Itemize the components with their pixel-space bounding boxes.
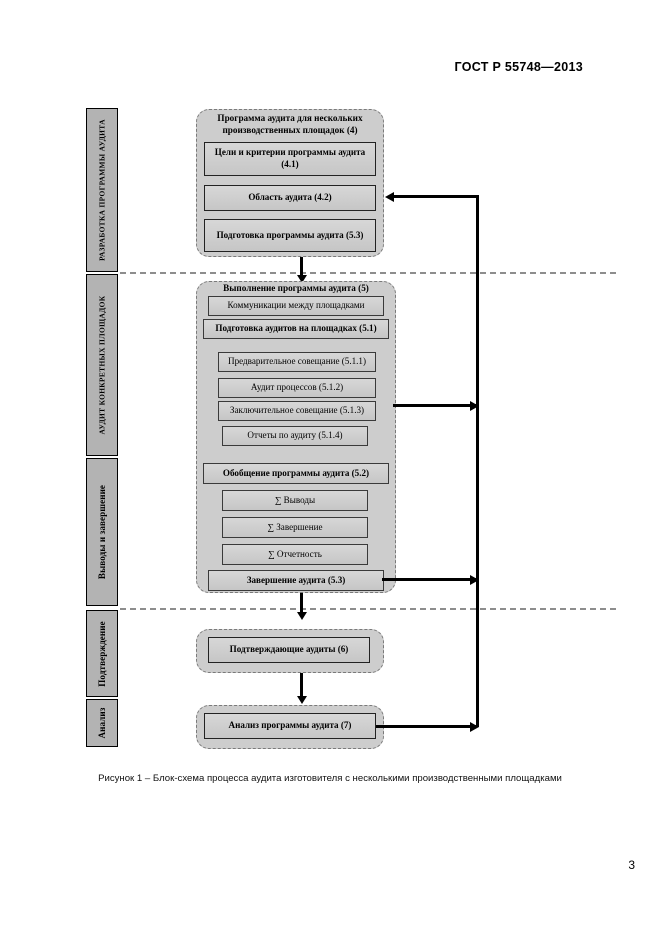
- box-audit-objectives-criteria[interactable]: Цели и критерии программы аудита (4.1): [204, 142, 376, 176]
- sidebar-phase-label: АУДИТ КОНКРЕТНЫХ ПЛОЩАДОК: [97, 295, 107, 435]
- box-sum-reporting[interactable]: ∑ Отчетность: [222, 544, 368, 565]
- group-development-title: Программа аудита для нескольких производ…: [217, 113, 363, 135]
- box-closing-meeting[interactable]: Заключительное совещание (5.1.3): [218, 401, 376, 421]
- phase-separator-bottom: [120, 608, 616, 610]
- arrow-right-icon: [470, 575, 479, 585]
- arrow-down-icon: [297, 275, 307, 283]
- arrow-left-icon: [385, 192, 394, 202]
- sidebar-phase-label: РАЗРАБОТКА ПРОГРАММЫ АУДИТА: [97, 119, 107, 261]
- sidebar-phase-label: Анализ: [97, 707, 107, 739]
- feedback-loop-spine: [476, 195, 480, 727]
- box-sum-conclusions[interactable]: ∑ Выводы: [222, 490, 368, 511]
- feedback-branch-from-closing-meeting: [393, 404, 477, 408]
- sidebar-phase-label: Выводы и завершение: [97, 484, 107, 580]
- sidebar-phase-label: Подтверждение: [97, 620, 107, 687]
- box-process-audit[interactable]: Аудит процессов (5.1.2): [218, 378, 376, 398]
- sidebar-phase-confirmation: Подтверждение: [86, 610, 118, 697]
- box-programme-consolidation[interactable]: Обобщение программы аудита (5.2): [203, 463, 389, 484]
- sidebar-phase-site-audit: АУДИТ КОНКРЕТНЫХ ПЛОЩАДОК: [86, 274, 118, 456]
- box-programme-review[interactable]: Анализ программы аудита (7): [204, 713, 376, 739]
- box-audit-reports[interactable]: Отчеты по аудиту (5.1.4): [222, 426, 368, 446]
- figure-caption: Рисунок 1 – Блок-схема процесса аудита и…: [98, 773, 562, 784]
- feedback-branch-from-programme-review: [376, 725, 477, 729]
- box-opening-meeting[interactable]: Предварительное совещание (5.1.1): [218, 352, 376, 372]
- arrow-right-icon: [470, 722, 479, 732]
- connector-confirm-to-analysis: [300, 673, 303, 698]
- box-site-audit-preparation[interactable]: Подготовка аудитов на площадках (5.1): [203, 319, 389, 339]
- page-number: 3: [628, 858, 635, 872]
- arrow-down-icon: [297, 612, 307, 620]
- arrow-down-icon: [297, 696, 307, 704]
- group-execution-title: Выполнение программы аудита (5): [223, 283, 369, 293]
- connector-dev-to-exec: [300, 257, 303, 277]
- box-audit-completion[interactable]: Завершение аудита (5.3): [208, 570, 384, 591]
- sidebar-phase-conclusions: Выводы и завершение: [86, 458, 118, 606]
- box-programme-preparation[interactable]: Подготовка программы аудита (5.3): [204, 219, 376, 252]
- box-confirmatory-audits[interactable]: Подтверждающие аудиты (6): [208, 637, 370, 663]
- box-audit-scope[interactable]: Область аудита (4.2): [204, 185, 376, 211]
- feedback-branch-to-scope: [393, 195, 479, 199]
- arrow-right-icon: [470, 401, 479, 411]
- standard-header: ГОСТ Р 55748—2013: [454, 60, 583, 74]
- connector-exec-to-confirm: [300, 593, 303, 614]
- sidebar-phase-development: РАЗРАБОТКА ПРОГРАММЫ АУДИТА: [86, 108, 118, 272]
- feedback-branch-from-audit-completion: [382, 578, 477, 582]
- box-inter-site-communication[interactable]: Коммуникации между площадками: [208, 296, 384, 316]
- sidebar-phase-analysis: Анализ: [86, 699, 118, 747]
- phase-separator-top: [120, 272, 616, 274]
- box-sum-completion[interactable]: ∑ Завершение: [222, 517, 368, 538]
